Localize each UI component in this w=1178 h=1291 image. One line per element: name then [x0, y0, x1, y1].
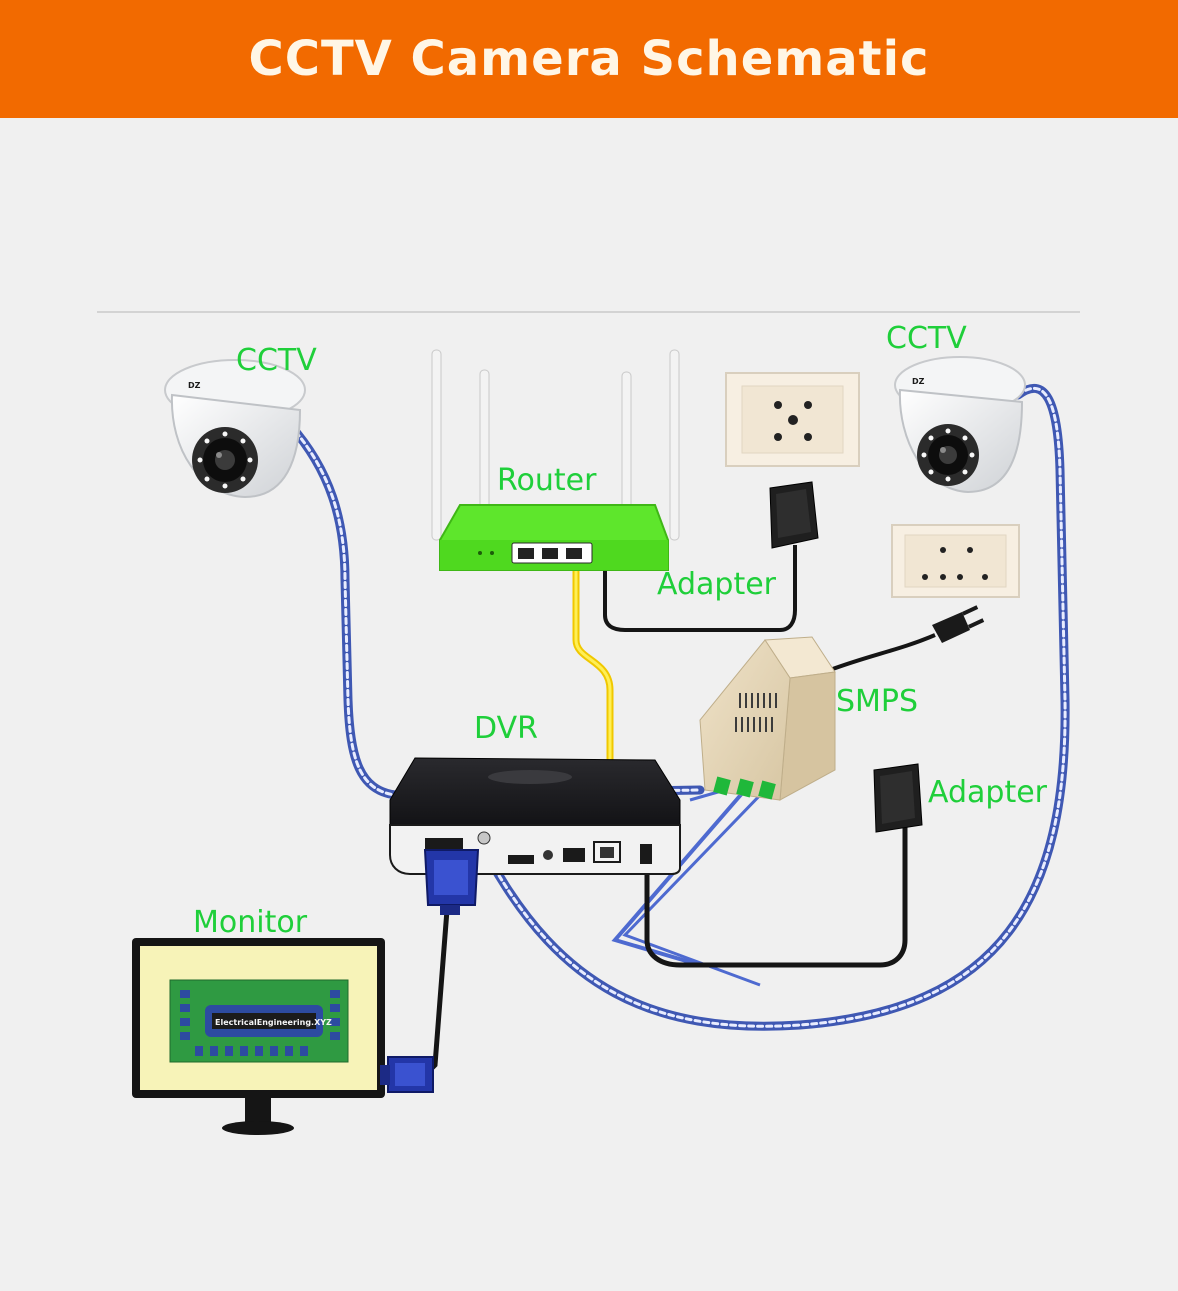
label-router: Router [497, 463, 597, 498]
vga-cable [423, 909, 450, 1077]
label-smps: SMPS [836, 684, 918, 719]
monitor [132, 938, 385, 1135]
svg-text:DZ: DZ [912, 377, 925, 386]
router-power-cable [603, 545, 797, 632]
cctv-camera-left: DZ [164, 359, 306, 499]
vga-connector-dvr [423, 849, 480, 915]
mains-plug [932, 605, 985, 643]
monitor-screen-text: ElectricalEngineering.XYZ [215, 1018, 332, 1027]
smps-power-supply [699, 636, 836, 801]
label-monitor: Monitor [193, 905, 308, 940]
svg-text:DZ: DZ [188, 381, 201, 390]
label-adapter-top: Adapter [657, 567, 777, 602]
coax-cable-right-camera [485, 383, 1070, 1031]
power-adapter-dvr [873, 763, 923, 833]
label-cctv-left: CCTV [236, 343, 317, 378]
cctv-camera-right: DZ [894, 356, 1026, 494]
smps-mains-cable [829, 633, 936, 672]
wall-socket-top [725, 372, 860, 467]
label-adapter-bottom: Adapter [928, 775, 1048, 810]
page-title: CCTV Camera Schematic [248, 31, 930, 87]
wall-socket-right [891, 524, 1020, 598]
title-banner: CCTV Camera Schematic [0, 0, 1178, 118]
power-adapter-router [769, 481, 819, 549]
label-cctv-right: CCTV [886, 321, 967, 356]
vga-connector-monitor [380, 1056, 434, 1093]
dvr-power-cable [644, 820, 908, 968]
label-dvr: DVR [474, 711, 538, 746]
router [431, 349, 680, 571]
coax-cable-left-camera [285, 420, 705, 800]
